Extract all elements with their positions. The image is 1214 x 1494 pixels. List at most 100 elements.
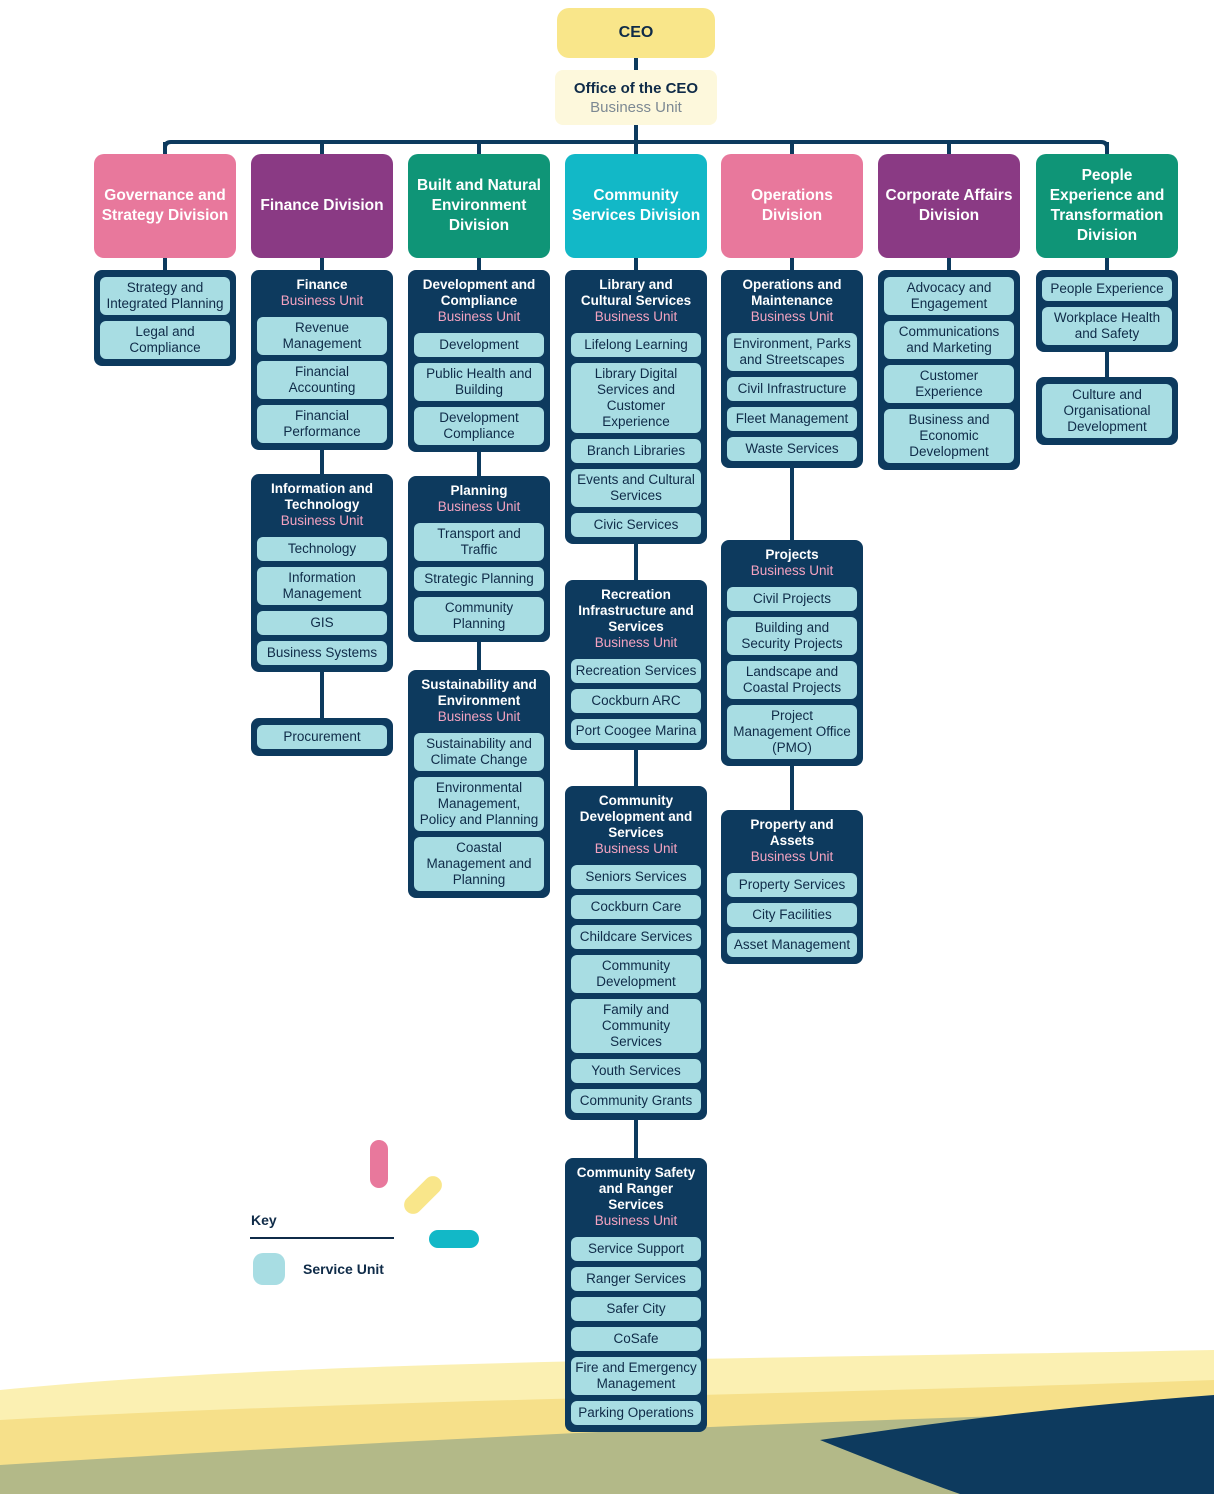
service-unit-lifelong-learning: Lifelong Learning — [571, 333, 701, 357]
division-people-experience-and-transformation-division: People Experience and Transformation Div… — [1036, 154, 1178, 258]
office-of-ceo-box: Office of the CEO Business Unit — [555, 70, 717, 125]
office-subtitle: Business Unit — [590, 98, 682, 116]
division-governance-and-strategy-division: Governance and Strategy Division — [94, 154, 236, 258]
business-unit-title: Recreation Infrastructure and Services — [578, 587, 694, 634]
service-unit-revenue-management: Revenue Management — [257, 317, 387, 355]
service-unit-ranger-services: Ranger Services — [571, 1267, 701, 1291]
division-corporate-affairs-division: Corporate Affairs Division — [878, 154, 1020, 258]
service-unit-gis: GIS — [257, 611, 387, 635]
service-unit-property-services: Property Services — [727, 873, 857, 897]
business-unit-subtitle: Business Unit — [594, 309, 678, 324]
service-unit-civil-projects: Civil Projects — [727, 587, 857, 611]
service-unit-transport-and-traffic: Transport and Traffic — [414, 523, 544, 561]
service-unit-environmental-management-policy-and-planning: Environmental Management, Policy and Pla… — [414, 777, 544, 831]
service-unit-city-facilities: City Facilities — [727, 903, 857, 927]
business-unit-title: Finance — [296, 277, 348, 292]
service-unit-public-health-and-building: Public Health and Building — [414, 363, 544, 401]
business-unit-title: Development and Compliance — [422, 277, 536, 308]
service-unit-youth-services: Youth Services — [571, 1059, 701, 1083]
business-unit-title: Property and Assets — [750, 817, 834, 848]
service-unit-sustainability-and-climate-change: Sustainability and Climate Change — [414, 733, 544, 771]
business-unit-subtitle: Business Unit — [750, 309, 834, 324]
business-unit-subtitle: Business Unit — [437, 309, 521, 324]
service-unit-cockburn-arc: Cockburn ARC — [571, 689, 701, 713]
service-unit-fire-and-emergency-management: Fire and Emergency Management — [571, 1357, 701, 1395]
key-title: Key — [251, 1212, 277, 1228]
service-unit-childcare-services: Childcare Services — [571, 925, 701, 949]
business-unit-title: Planning — [450, 483, 508, 498]
service-unit-workplace-health-and-safety: Workplace Health and Safety — [1042, 307, 1172, 345]
service-unit-fleet-management: Fleet Management — [727, 407, 857, 431]
service-unit-parking-operations: Parking Operations — [571, 1401, 701, 1425]
key-service-label: Service Unit — [303, 1261, 384, 1277]
business-unit-title: Projects — [765, 547, 819, 562]
service-unit-business-and-economic-development: Business and Economic Development — [884, 409, 1014, 463]
service-unit-asset-management: Asset Management — [727, 933, 857, 957]
service-unit-culture-and-organisational-development: Culture and Organisational Development — [1042, 384, 1172, 438]
business-unit-subtitle: Business Unit — [280, 513, 364, 528]
service-unit-customer-experience: Customer Experience — [884, 365, 1014, 403]
service-unit-building-and-security-projects: Building and Security Projects — [727, 617, 857, 655]
service-unit-communications-and-marketing: Communications and Marketing — [884, 321, 1014, 359]
division-finance-division: Finance Division — [251, 154, 393, 258]
division-name: Community Services Division — [571, 187, 701, 224]
decor-pink-dash — [370, 1140, 388, 1188]
division-name: People Experience and Transformation Div… — [1049, 167, 1165, 244]
service-unit-legal-and-compliance: Legal and Compliance — [100, 321, 230, 359]
business-unit-subtitle: Business Unit — [280, 293, 364, 308]
service-unit-procurement: Procurement — [257, 725, 387, 749]
service-unit-coastal-management-and-planning: Coastal Management and Planning — [414, 837, 544, 891]
ceo-box: CEO — [557, 8, 715, 58]
service-unit-technology: Technology — [257, 537, 387, 561]
division-name: Corporate Affairs Division — [885, 187, 1013, 224]
business-unit-subtitle: Business Unit — [594, 841, 678, 856]
business-unit-title: Operations and Maintenance — [742, 277, 842, 308]
service-unit-people-experience: People Experience — [1042, 277, 1172, 301]
unit-group: Procurement — [251, 718, 393, 756]
business-unit-subtitle: Business Unit — [437, 499, 521, 514]
service-unit-branch-libraries: Branch Libraries — [571, 439, 701, 463]
service-unit-community-grants: Community Grants — [571, 1089, 701, 1113]
service-unit-cosafe: CoSafe — [571, 1327, 701, 1351]
business-unit-subtitle: Business Unit — [750, 849, 834, 864]
division-name: Built and Natural Environment Division — [416, 177, 541, 234]
key-divider — [250, 1237, 394, 1239]
business-unit-subtitle: Business Unit — [594, 1213, 678, 1228]
service-unit-recreation-services: Recreation Services — [571, 659, 701, 683]
division-built-and-natural-environment-division: Built and Natural Environment Division — [408, 154, 550, 258]
service-unit-library-digital-services-and-customer-experience: Library Digital Services and Customer Ex… — [571, 363, 701, 433]
service-unit-financial-performance: Financial Performance — [257, 405, 387, 443]
service-unit-business-systems: Business Systems — [257, 641, 387, 665]
service-unit-community-development: Community Development — [571, 955, 701, 993]
service-unit-development-compliance: Development Compliance — [414, 407, 544, 445]
office-title: Office of the CEO — [573, 79, 699, 97]
business-unit-title: Sustainability and Environment — [421, 677, 537, 708]
service-unit-information-management: Information Management — [257, 567, 387, 605]
service-unit-strategic-planning: Strategic Planning — [414, 567, 544, 591]
service-unit-development: Development — [414, 333, 544, 357]
service-unit-safer-city: Safer City — [571, 1297, 701, 1321]
